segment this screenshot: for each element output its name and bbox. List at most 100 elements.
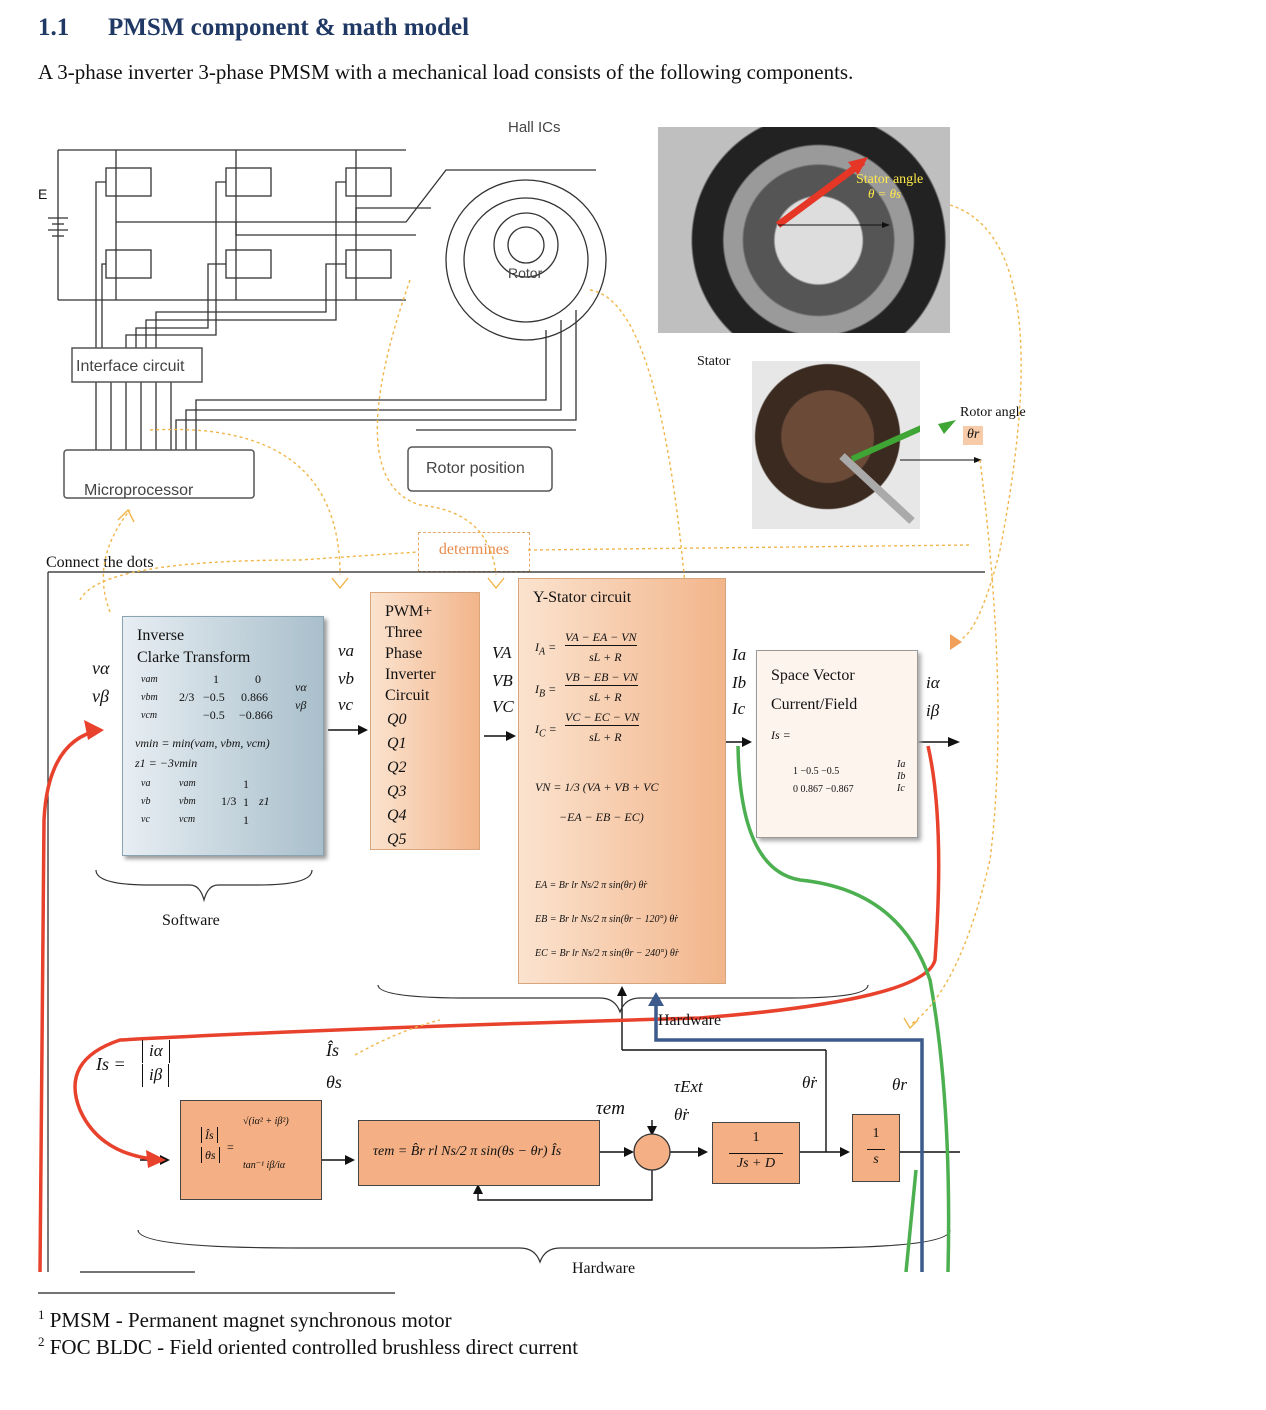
is-hat-label: Îs	[326, 1040, 339, 1060]
switch-q5: Q5	[387, 831, 407, 848]
software-label: Software	[162, 912, 220, 929]
input-v-beta: vβ	[92, 686, 109, 706]
inverter-label-3: Phase	[385, 645, 423, 662]
source-label: E	[38, 186, 48, 202]
vam-symbol: vam	[141, 674, 158, 685]
inverter-label-2: Three	[385, 624, 423, 641]
torque-block: τem = B̂r rl Ns/2 π sin(θs − θr) Îs	[358, 1120, 600, 1186]
integrator-numerator: 1	[872, 1126, 880, 1141]
stator-photo: Stator angle θ = θs	[658, 127, 950, 333]
inverter-label-1: PWM+	[385, 603, 433, 620]
integrator-denominator: s	[873, 1152, 879, 1167]
ia-denominator: sL + R	[589, 650, 622, 664]
Ic-label: Ic	[732, 699, 746, 718]
theta-s-label: θs	[326, 1072, 342, 1092]
mech-denominator: Js + D	[736, 1156, 776, 1171]
ones-vector: 1 1 1	[243, 777, 249, 827]
space-vector-iabc: Ia Ib Ic	[897, 759, 906, 794]
connect-the-dots-label: Connect the dots	[46, 554, 154, 571]
rotor-angle-arrow	[900, 420, 982, 463]
footnote-1: 1 PMSM - Permanent magnet synchronous mo…	[38, 1307, 452, 1333]
polar-lhs-is: Îs	[201, 1127, 218, 1144]
inverse-clarke-title-2: Clarke Transform	[137, 649, 251, 666]
m22: 0.866	[241, 690, 268, 704]
m31: −0.5	[203, 708, 225, 722]
rotor-position-label: Rotor position	[426, 460, 525, 477]
hardware-label-top: Hardware	[658, 1012, 722, 1029]
space-vector-title-2: Current/Field	[771, 696, 858, 713]
ec-equation: EC = Br lr Ns/2 π sin(θr − 240°) θ̇r	[535, 948, 679, 959]
microprocessor-label: Microprocessor	[84, 482, 194, 499]
space-vector-is: Is =	[771, 728, 791, 742]
switch-q0: Q0	[387, 711, 407, 728]
ic-lhs: IC =	[535, 722, 557, 740]
switch-q2: Q2	[387, 759, 407, 776]
Ia-label: Ia	[732, 645, 747, 664]
polar-lhs-theta: θs	[201, 1147, 220, 1164]
is-vector-lhs: Is =	[96, 1054, 126, 1074]
is-vector-alpha: iα	[142, 1040, 170, 1063]
theta-dot-input: θ̇r	[674, 1105, 689, 1124]
polar-equals: =	[227, 1140, 234, 1154]
torque-equation: τem = B̂r rl Ns/2 π sin(θs − θr) Îs	[373, 1144, 562, 1159]
tau-em-label: τem	[596, 1098, 625, 1119]
ib-numerator: VB − EB − VN	[565, 669, 638, 687]
footnote-2-text: FOC BLDC - Field oriented controlled bru…	[49, 1335, 579, 1359]
switch-q3: Q3	[387, 783, 407, 800]
space-vector-row2: 0 0.867 −0.867	[793, 784, 854, 795]
space-vector-title-1: Space Vector	[771, 667, 855, 684]
ia-lhs: IA =	[535, 640, 557, 658]
stator-circuit-title: Y-Stator circuit	[533, 589, 632, 606]
inverter-block: PWM+ Three Phase Inverter Circuit Q0 Q1 …	[370, 592, 480, 850]
section-heading: 1.1 PMSM component & math model	[38, 14, 469, 42]
hardware-label-bottom: Hardware	[572, 1260, 636, 1277]
theta-dot-output: θ̇r	[802, 1073, 817, 1092]
mechanical-block: 1 Js + D	[712, 1122, 800, 1184]
clarke-fraction: 2/3	[179, 690, 195, 704]
input-v-alpha: vα	[92, 658, 110, 678]
vbm-symbol: vbm	[141, 692, 158, 703]
inverter-label-5: Circuit	[385, 687, 430, 704]
eq3-fraction: 1/3	[221, 794, 237, 808]
ic-denominator: sL + R	[589, 730, 622, 744]
footnote-2: 2 FOC BLDC - Field oriented controlled b…	[38, 1334, 578, 1360]
ib-denominator: sL + R	[589, 690, 622, 704]
rhs-v-beta: vβ	[295, 698, 307, 712]
stator-circuit-block: Y-Stator circuit IA = VA − EA − VN sL + …	[518, 578, 726, 984]
switch-q4: Q4	[387, 807, 407, 824]
inverse-clarke-title-1: Inverse	[137, 627, 185, 644]
switch-q1: Q1	[387, 735, 407, 752]
i-beta-out: iβ	[926, 701, 940, 720]
m12: 0	[255, 672, 261, 686]
vn-equation-1: VN = 1/3 (VA + VB + VC	[535, 780, 659, 794]
ia-numerator: VA − EA − VN	[565, 629, 637, 647]
VA-label: VA	[492, 643, 512, 662]
polar-transform-block: Îs θs = √(iα² + iβ²) tan⁻¹ iβ/iα	[180, 1100, 322, 1200]
vn-equation-2: −EA − EB − EC)	[559, 810, 644, 824]
vmin-equation: vmin = min(vam, vbm, vcm)	[135, 736, 270, 750]
vc-label: vc	[338, 695, 354, 714]
space-vector-row1: 1 −0.5 −0.5	[793, 766, 840, 777]
VC-label: VC	[492, 697, 514, 716]
integrator-block: 1 s	[852, 1114, 900, 1182]
ib-lhs: IB =	[535, 682, 557, 700]
footnote-2-mark: 2	[38, 1334, 45, 1349]
inverse-clarke-block: Inverse Clarke Transform vam vbm vcm 2/3…	[122, 616, 324, 856]
rotor-label: Rotor	[508, 265, 543, 281]
va-label: va	[338, 641, 355, 660]
VB-label: VB	[492, 671, 513, 690]
intro-paragraph: A 3-phase inverter 3-phase PMSM with a m…	[38, 60, 854, 84]
stator-caption: Stator	[697, 354, 731, 369]
interface-circuit-label: Interface circuit	[76, 358, 185, 375]
polar-magnitude: √(iα² + iβ²)	[243, 1116, 289, 1127]
section-number: 1.1	[38, 14, 70, 41]
stator-angle-eq: θ = θs	[868, 186, 902, 201]
mech-numerator: 1	[752, 1130, 760, 1145]
section-title: PMSM component & math model	[108, 14, 470, 41]
is-vector-beta: iβ	[142, 1064, 170, 1087]
footnote-1-mark: 1	[38, 1307, 45, 1322]
tau-ext-label: τExt	[674, 1077, 703, 1096]
stator-angle-label: Stator angle	[856, 172, 924, 187]
vb-label: vb	[338, 669, 355, 688]
